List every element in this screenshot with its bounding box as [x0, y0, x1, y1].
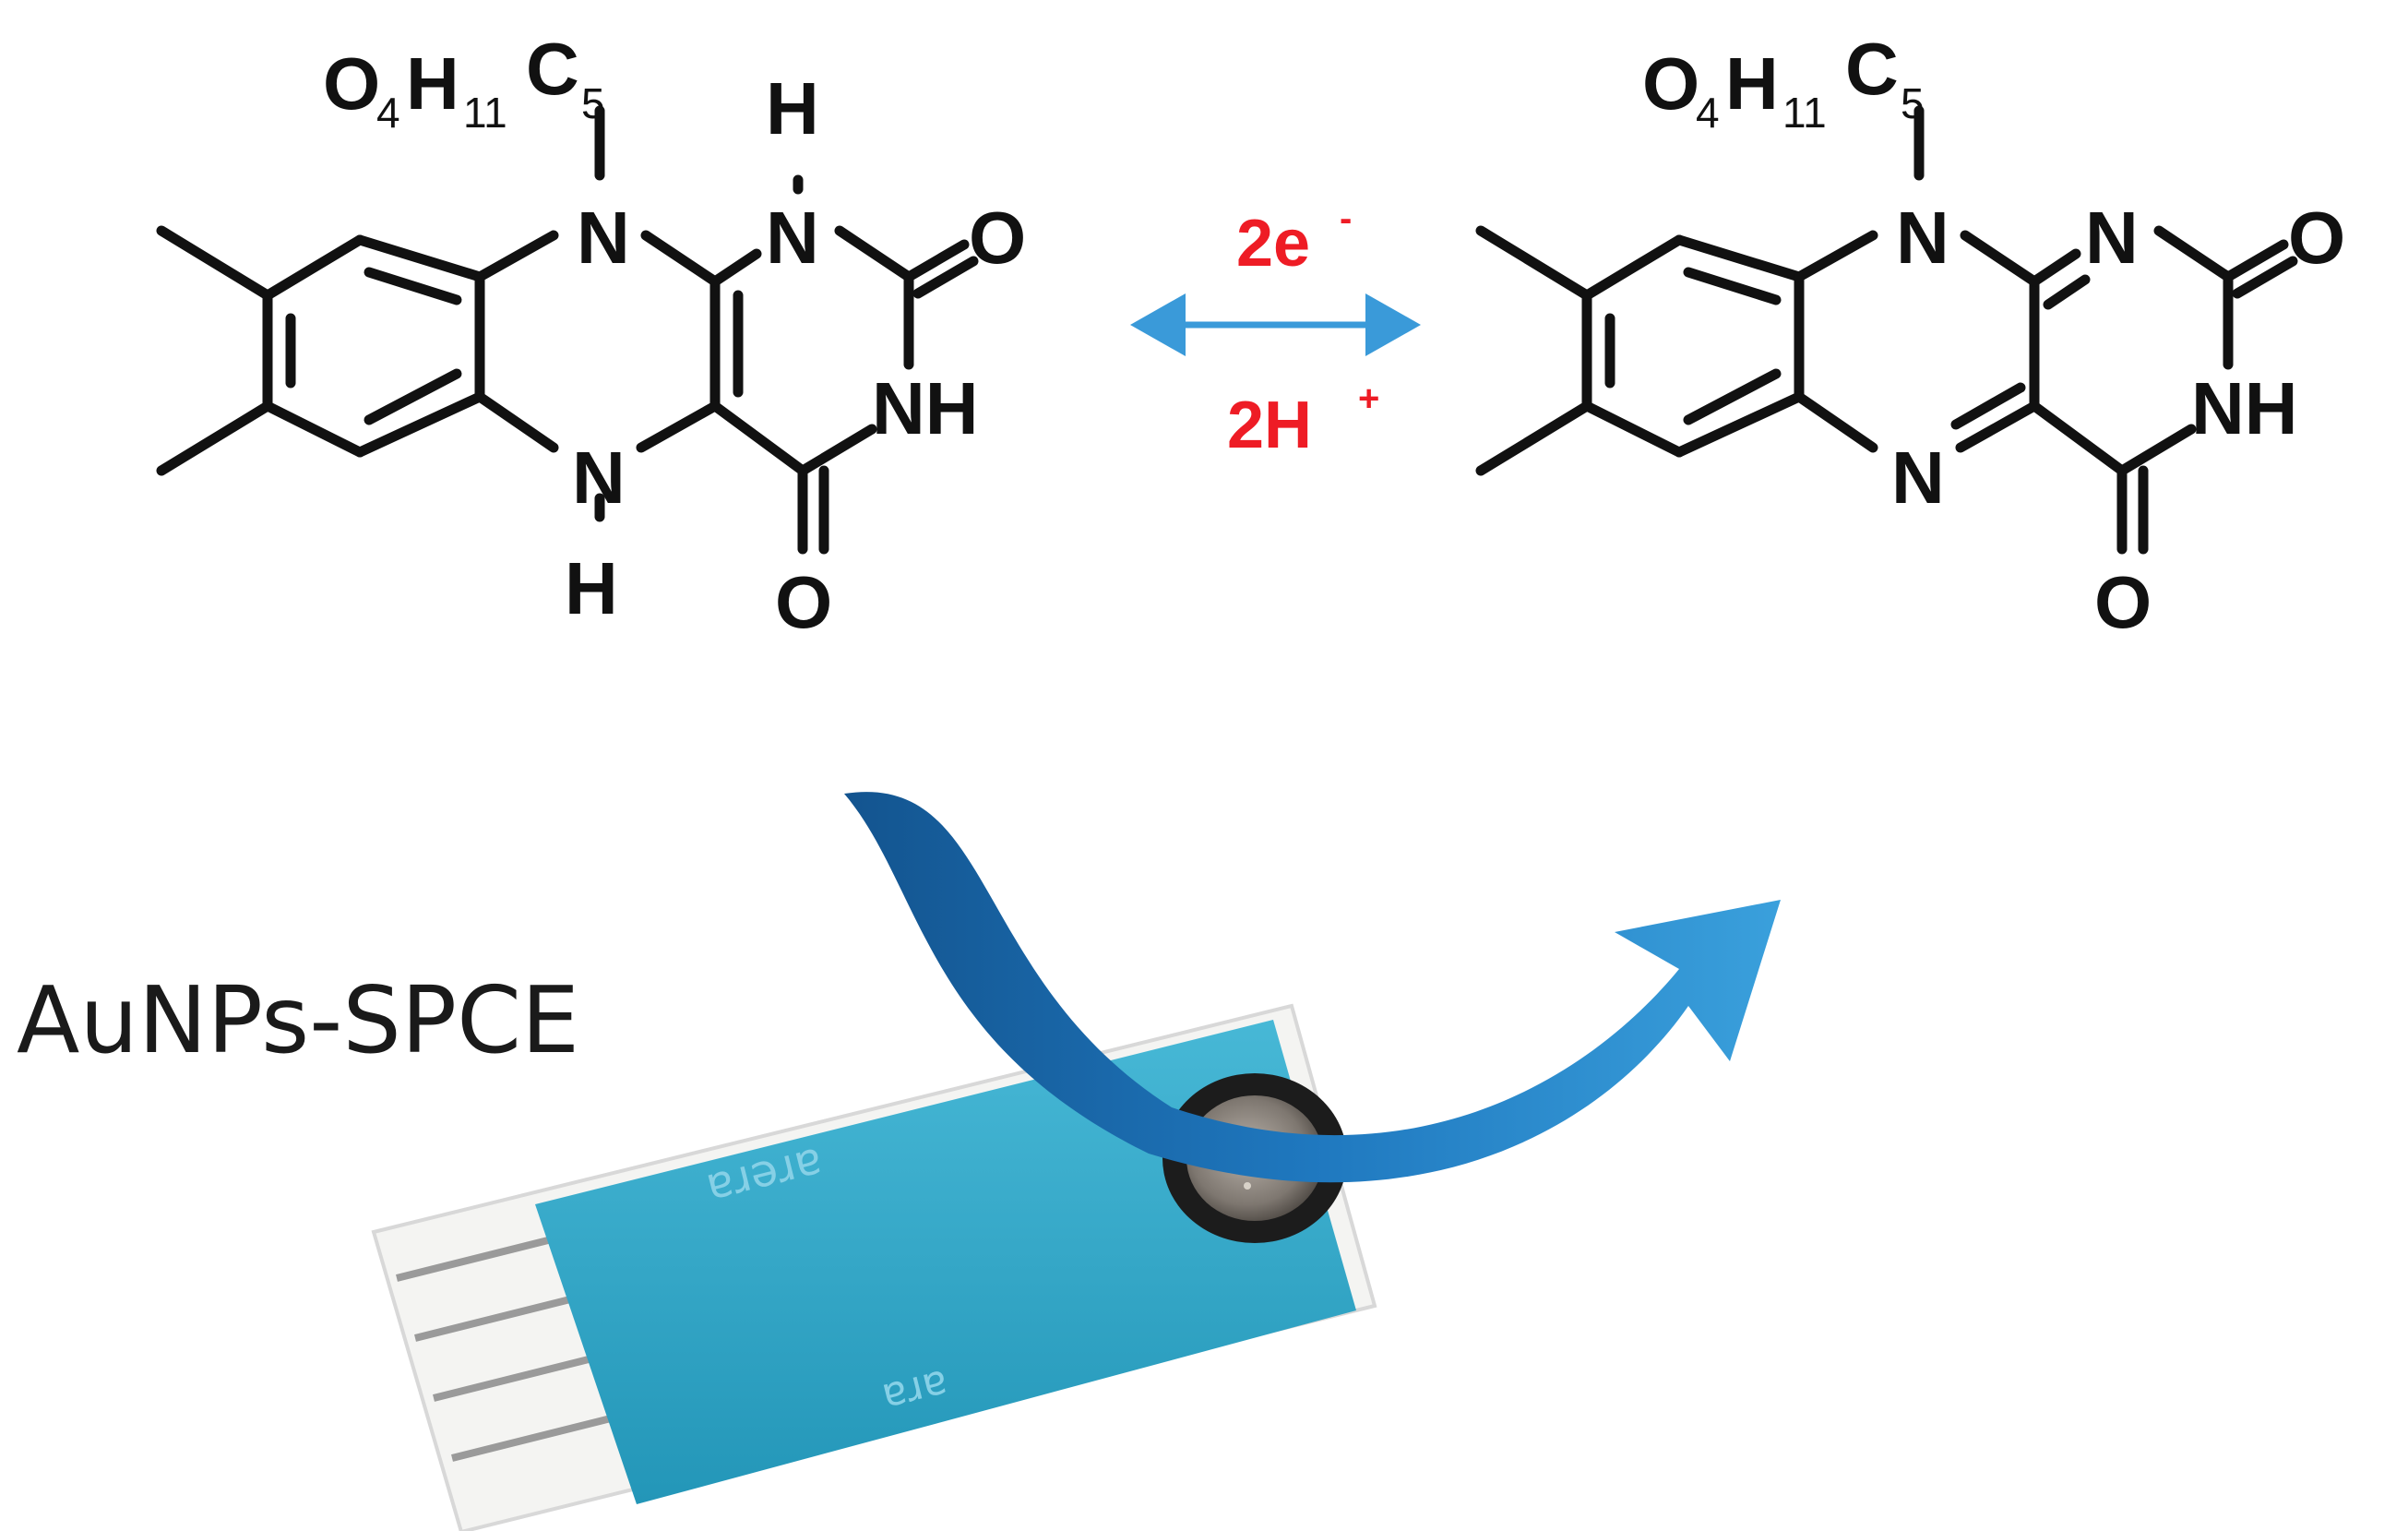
- oxidized-flavin-structure: O 4 H 11 C 5 N N O NH O N: [1475, 28, 2345, 643]
- electrons-superscript: -: [1340, 198, 1352, 239]
- protons-label: 2H: [1227, 389, 1312, 462]
- reduced-substituent: O 4 H 11 C 5: [323, 28, 605, 137]
- subscript-5: 5: [581, 79, 605, 127]
- atom-O: O: [323, 42, 380, 125]
- atom-C: C: [526, 28, 579, 110]
- atom-O2: O: [969, 197, 1026, 279]
- oxidized-heteroatoms: N N O NH O N: [1891, 197, 2345, 643]
- atom-N1: N: [766, 197, 819, 279]
- subscript-5: 5: [1901, 79, 1925, 127]
- subscript-11: 11: [463, 89, 507, 137]
- electrons-label: 2e: [1236, 207, 1310, 281]
- subscript-4: 4: [1696, 89, 1720, 137]
- atom-H: H: [406, 42, 459, 125]
- atom-O: O: [1642, 42, 1699, 125]
- atom-N5: N: [572, 437, 626, 519]
- arrow-head-left-icon: [1130, 293, 1186, 356]
- subscript-11: 11: [1782, 89, 1827, 137]
- reduced-flavin-structure: O 4 H 11 C 5 N H N O NH O N H: [156, 28, 1026, 643]
- oxidized-substituent: O 4 H 11 C 5: [1642, 28, 1925, 137]
- atom-N3: NH: [872, 367, 979, 449]
- atom-N5: N: [1891, 437, 1945, 519]
- atom-N3: NH: [2191, 367, 2298, 449]
- atom-H: H: [1725, 42, 1779, 125]
- atom-N1-H: H: [766, 67, 819, 150]
- screen-printed-electrode: ɐɹǝɹɐ ɐɹɐ: [371, 1003, 1377, 1531]
- subscript-4: 4: [376, 89, 400, 137]
- atom-C: C: [1845, 28, 1899, 110]
- atom-O4: O: [2094, 561, 2152, 643]
- atom-O4: O: [775, 561, 832, 643]
- electrode-label: AuNPs-SPCE: [17, 966, 579, 1074]
- curved-arrow-icon: [844, 792, 1781, 1183]
- atom-N1: N: [2085, 197, 2139, 279]
- reduced-bonds: [156, 105, 979, 555]
- oxidized-bonds: [1475, 105, 2298, 555]
- arrow-head-right-icon: [1365, 293, 1421, 356]
- reduced-heteroatoms: N H N O NH O N H: [565, 67, 1026, 643]
- atom-O2: O: [2288, 197, 2345, 279]
- redox-equilibrium: 2e - 2H +: [1130, 198, 1421, 462]
- atom-N10: N: [577, 197, 630, 279]
- atom-N10: N: [1896, 197, 1949, 279]
- protons-superscript: +: [1358, 378, 1379, 419]
- atom-N5-H: H: [565, 547, 618, 629]
